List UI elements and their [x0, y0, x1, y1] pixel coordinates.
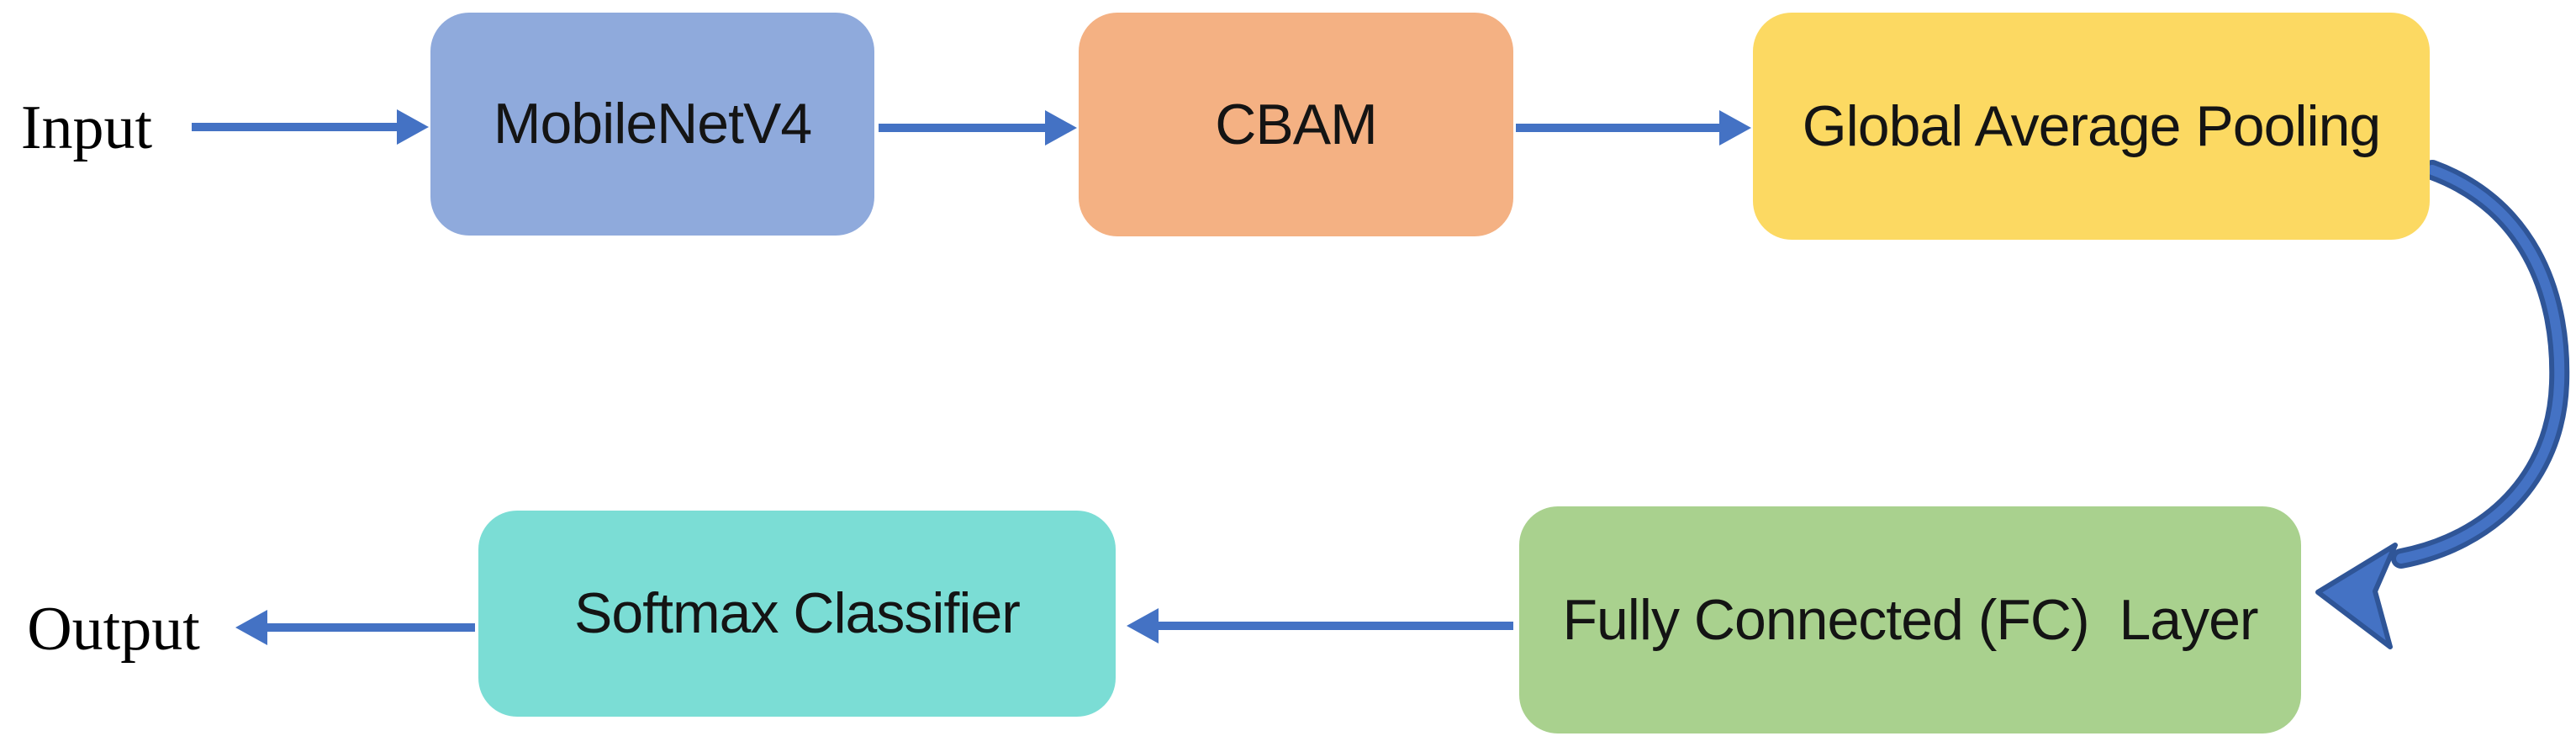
node-softmax-classifier: Softmax Classifier [478, 511, 1116, 717]
arrow-mobilenetv4-to-cbam-icon [879, 110, 1077, 146]
input-label: Input [20, 93, 153, 162]
node-fully-connected-layer-label: Fully Connected (FC) Layer [1562, 587, 2258, 652]
node-fully-connected-layer: Fully Connected (FC) Layer [1519, 506, 2301, 733]
arrow-cbam-to-gap-icon [1516, 110, 1751, 146]
node-softmax-classifier-label: Softmax Classifier [574, 581, 1021, 646]
node-cbam: CBAM [1079, 13, 1513, 236]
node-cbam-label: CBAM [1215, 92, 1377, 156]
arrow-fc-to-softmax-icon [1127, 608, 1513, 643]
arrow-input-to-mobilenetv4-icon [192, 109, 429, 145]
arrow-gap-to-fc-curved-icon [2315, 160, 2570, 649]
node-global-average-pooling-label: Global Average Pooling [1802, 93, 2381, 158]
node-global-average-pooling: Global Average Pooling [1753, 13, 2430, 240]
output-label: Output [27, 595, 200, 664]
node-mobilenetv4: MobileNetV4 [430, 13, 874, 236]
arrow-softmax-to-output-icon [235, 610, 475, 645]
node-mobilenetv4-label: MobileNetV4 [493, 92, 812, 156]
